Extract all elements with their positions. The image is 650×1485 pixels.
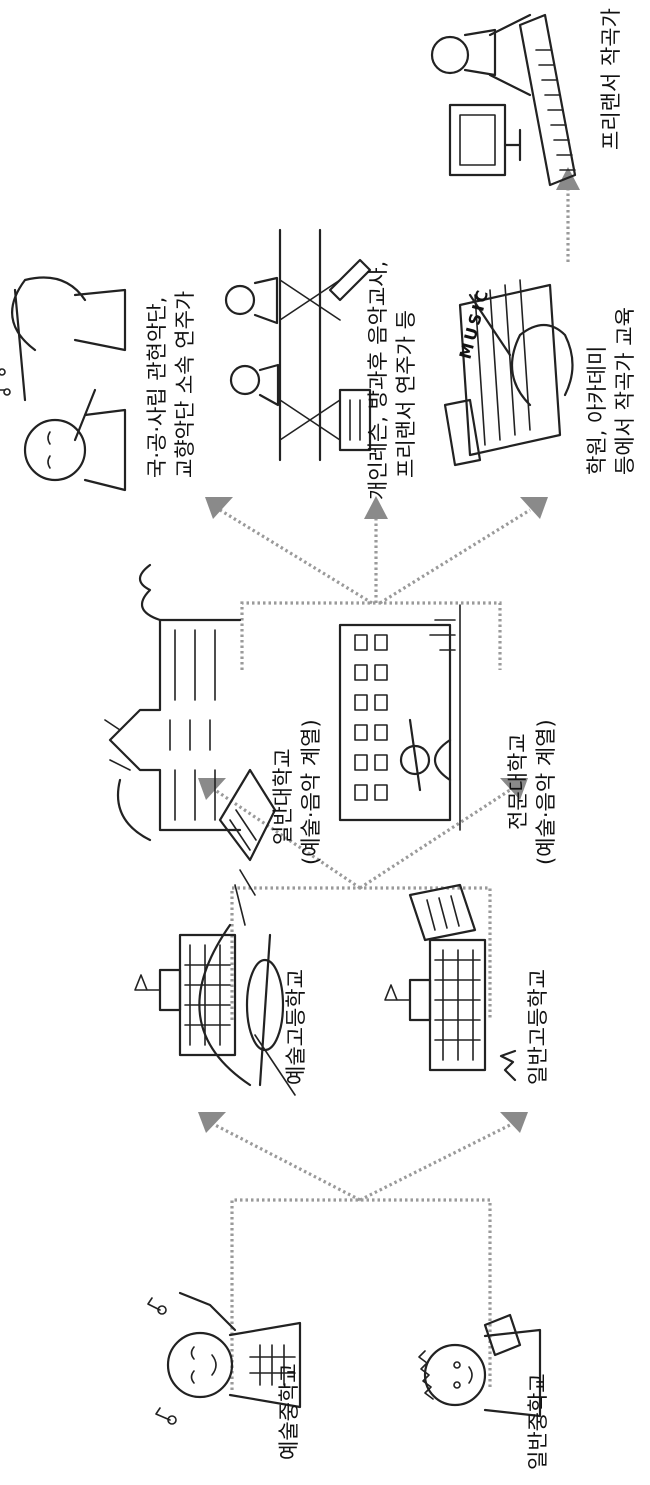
label-academy-line1: 학원, 아카데미 [585, 346, 609, 475]
label-college-line2: (예술·음악 계열) [534, 719, 558, 865]
arrowhead-to-orchestra [205, 497, 233, 519]
arrowhead-to-university [198, 778, 226, 800]
split-left-career [220, 510, 372, 603]
general-high-school-illustration [385, 885, 515, 1080]
college-illustration [340, 605, 460, 830]
arrowhead-to-general-high [500, 1112, 528, 1133]
label-college-line1: 전문대학교 [506, 733, 530, 830]
label-orchestra-line2: 교향악단 소속 연주가 [173, 291, 197, 478]
label-orchestra-line1: 국·공·사립 관현악단, [145, 297, 169, 478]
split-right-high [360, 1125, 510, 1200]
label-university-line1: 일반대학교 [271, 748, 295, 845]
label-general-high-school: 일반고등학교 [526, 969, 550, 1085]
split-right-career [380, 510, 530, 603]
freelance-composer-illustration [432, 15, 575, 185]
lesson-teacher-illustration [226, 230, 370, 460]
connector-univ-to-career [242, 603, 500, 670]
general-middle-school-illustration [419, 1315, 540, 1416]
label-university-line2: (예술·음악 계열) [299, 719, 323, 865]
label-academy-line2: 등에서 작곡가 교육 [613, 307, 637, 475]
label-general-middle-school: 일반중학교 [526, 1373, 550, 1470]
academy-music-illustration: MUSIC [445, 280, 573, 465]
label-freelance-composer: 프리랜서 작곡가 [599, 8, 623, 150]
label-arts-high-school: 예술고등학교 [284, 969, 308, 1085]
connector-middle-to-high [232, 1200, 490, 1390]
label-teacher-line1: 개인레슨, 방과후 음악교사, [366, 261, 390, 500]
arrowhead-to-academy [520, 497, 548, 519]
label-teacher-line2: 프리랜서 연주가 등 [394, 310, 418, 478]
arts-high-school-illustration [135, 870, 295, 1095]
split-left-high [215, 1125, 360, 1200]
label-arts-middle-school: 예술중학교 [277, 1363, 301, 1460]
university-illustration [105, 565, 275, 860]
orchestra-illustration [0, 278, 125, 491]
split-right-univ [360, 790, 510, 888]
